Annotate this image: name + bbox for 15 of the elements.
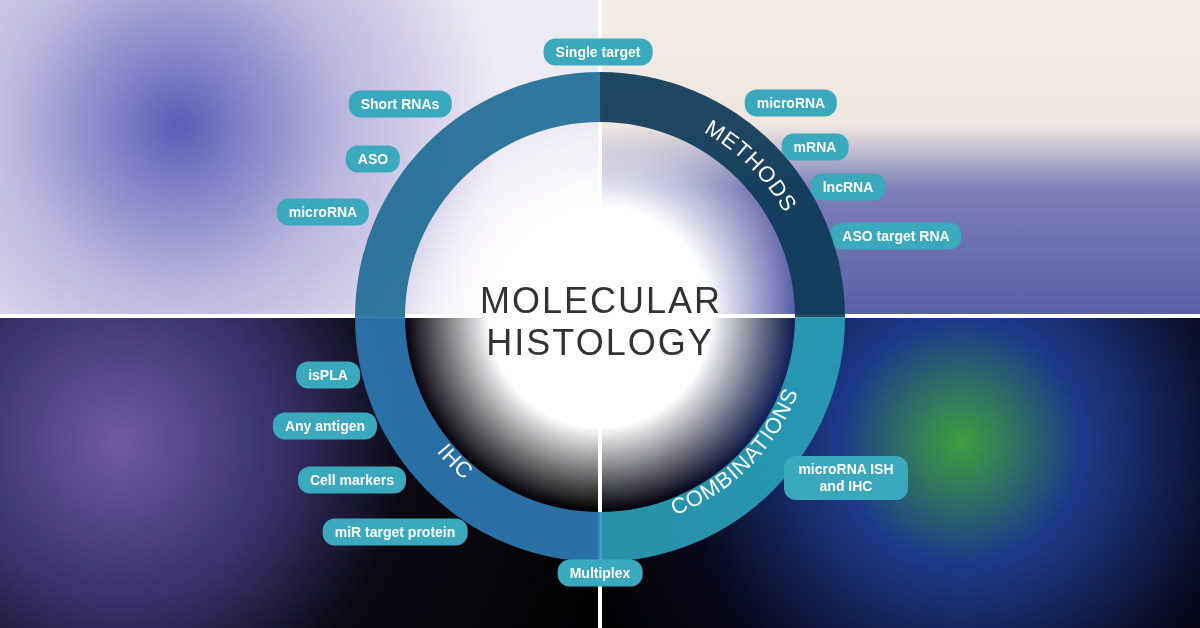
label-tag: Single target: [543, 38, 653, 66]
label-tag: Multiplex: [557, 559, 643, 587]
title: MOLECULAR HISTOLOGY: [480, 280, 720, 364]
label-tag: ASO target RNA: [830, 222, 962, 250]
label-tag: ASO: [345, 145, 401, 173]
label-tag: isPLA: [296, 361, 360, 389]
label-tag: Cell markers: [297, 466, 407, 494]
label-tag: microRNA ISH and IHC: [784, 456, 908, 500]
label-tag: lncRNA: [810, 173, 886, 201]
label-tag: Any antigen: [272, 412, 378, 440]
label-tag: miR target protein: [322, 518, 468, 546]
label-tag: microRNA: [276, 198, 370, 226]
label-tag: microRNA: [744, 89, 838, 117]
segment-label: IHC: [432, 438, 479, 485]
label-tag: Short RNAs: [348, 90, 452, 118]
